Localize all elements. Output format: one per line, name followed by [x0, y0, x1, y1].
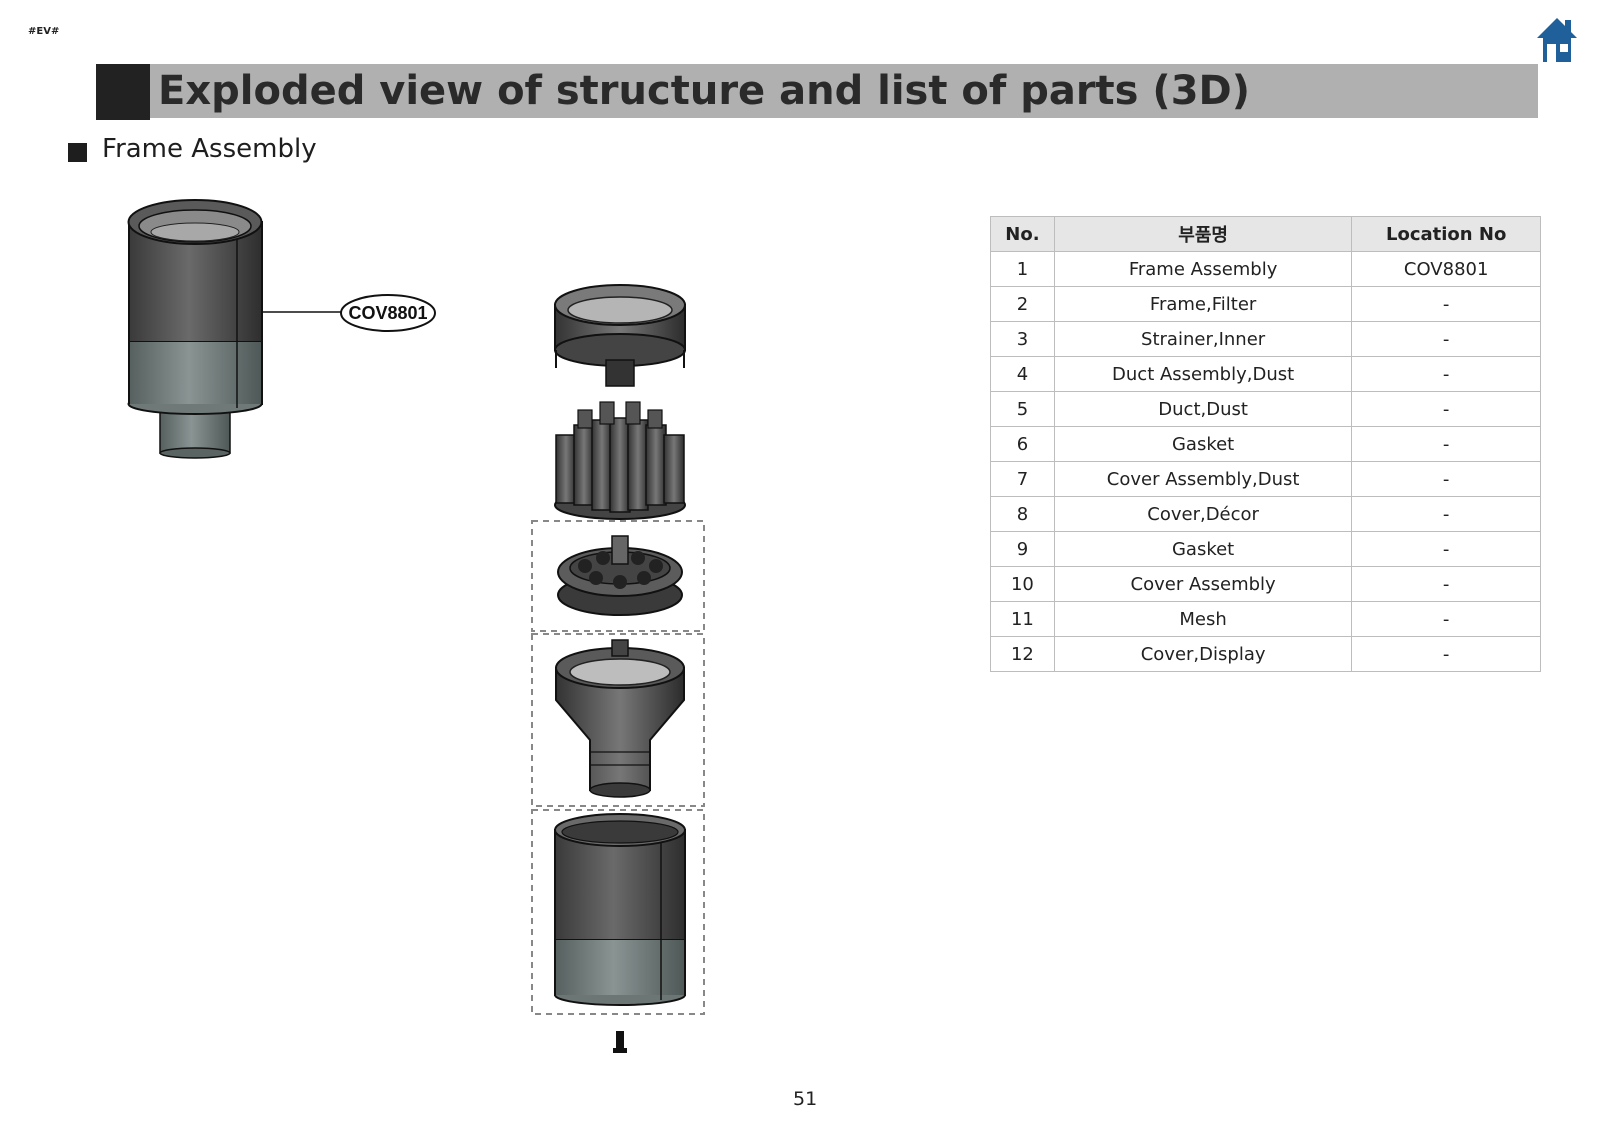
title-accent-block [96, 64, 150, 120]
cell-location-no: - [1351, 636, 1541, 672]
title-bar [96, 64, 1538, 118]
cell-no: 11 [990, 601, 1055, 637]
part-duct-dust-funnel [555, 639, 685, 798]
table-header-row: No. 부품명 Location No [990, 216, 1541, 252]
cell-location-no: - [1351, 391, 1541, 427]
cell-location-no: - [1351, 356, 1541, 392]
cell-no: 2 [990, 286, 1055, 322]
section-bullet [68, 143, 87, 162]
cell-no: 8 [990, 496, 1055, 532]
part-group-outline [531, 633, 705, 807]
cell-part-name: Duct Assembly,Dust [1053, 356, 1353, 392]
part-group-outline [531, 809, 705, 1015]
callout-label: COV8801 [348, 303, 427, 323]
part-screw [613, 1031, 627, 1053]
part-frame-filter [554, 284, 686, 387]
home-icon[interactable] [1535, 16, 1579, 64]
cell-no: 5 [990, 391, 1055, 427]
callout-cov8801: COV8801 [340, 294, 436, 332]
header-part-name: 부품명 [1053, 216, 1353, 252]
cell-location-no: - [1351, 496, 1541, 532]
page-title: Exploded view of structure and list of p… [158, 68, 1251, 114]
cell-part-name: Gasket [1053, 531, 1353, 567]
cell-no: 12 [990, 636, 1055, 672]
page-number: 51 [793, 1088, 818, 1110]
cell-location-no: - [1351, 601, 1541, 637]
cell-part-name: Cover,Display [1053, 636, 1353, 672]
cell-no: 9 [990, 531, 1055, 567]
cell-no: 7 [990, 461, 1055, 497]
header-location-no: Location No [1351, 216, 1541, 252]
cell-part-name: Frame Assembly [1053, 251, 1353, 287]
cell-no: 1 [990, 251, 1055, 287]
cell-location-no: - [1351, 286, 1541, 322]
part-group-outline [531, 520, 705, 632]
cell-location-no: - [1351, 566, 1541, 602]
cell-part-name: Duct,Dust [1053, 391, 1353, 427]
header-no: No. [990, 216, 1055, 252]
cell-part-name: Strainer,Inner [1053, 321, 1353, 357]
cell-location-no: - [1351, 321, 1541, 357]
cell-no: 3 [990, 321, 1055, 357]
cell-location-no: - [1351, 531, 1541, 567]
part-strainer-cones [554, 401, 686, 520]
cell-part-name: Gasket [1053, 426, 1353, 462]
cell-part-name: Frame,Filter [1053, 286, 1353, 322]
part-duct-assembly [557, 535, 683, 616]
cell-location-no: - [1351, 461, 1541, 497]
cell-no: 10 [990, 566, 1055, 602]
cell-location-no: - [1351, 426, 1541, 462]
cell-no: 6 [990, 426, 1055, 462]
cell-part-name: Mesh [1053, 601, 1353, 637]
cell-no: 4 [990, 356, 1055, 392]
part-cover-cylinder [554, 813, 686, 1006]
cell-part-name: Cover Assembly,Dust [1053, 461, 1353, 497]
assembled-frame [127, 199, 346, 459]
cell-part-name: Cover Assembly [1053, 566, 1353, 602]
document-tag: #EV# [28, 26, 60, 37]
cell-part-name: Cover,Décor [1053, 496, 1353, 532]
section-title: Frame Assembly [102, 134, 317, 164]
cell-location-no: COV8801 [1351, 251, 1541, 287]
